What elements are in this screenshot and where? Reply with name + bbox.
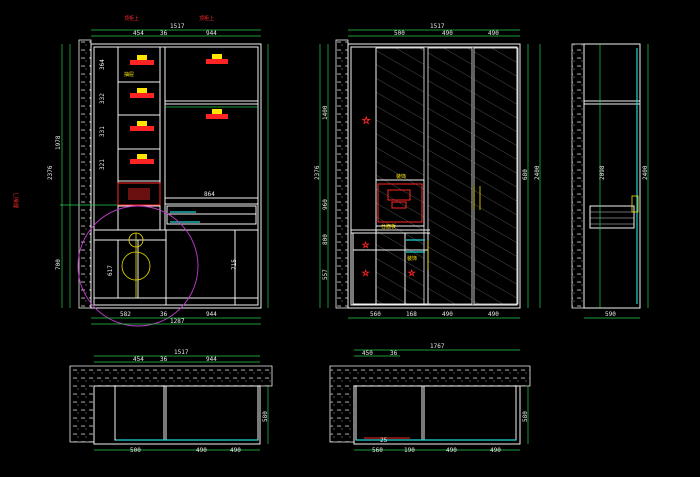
svg-text:454: 454 [133, 356, 144, 363]
svg-text:590: 590 [605, 311, 616, 318]
svg-text:580: 580 [262, 411, 269, 422]
svg-text:944: 944 [206, 356, 217, 363]
svg-text:装饰: 装饰 [407, 255, 417, 262]
svg-text:2400: 2400 [642, 165, 649, 180]
svg-text:331: 331 [99, 126, 106, 137]
svg-text:25: 25 [380, 437, 388, 444]
svg-text:560: 560 [372, 447, 383, 454]
svg-text:装饰: 装饰 [396, 173, 406, 180]
svg-text:2376: 2376 [47, 165, 54, 180]
svg-text:翻板门: 翻板门 [13, 193, 20, 208]
svg-text:1287: 1287 [170, 318, 185, 325]
middle-front-elevation: ☆ ☆ ☆ ☆ 1517 500 490 490 560 168 490 490… [314, 23, 541, 319]
svg-text:582: 582 [120, 311, 131, 318]
svg-text:500: 500 [130, 447, 141, 454]
svg-text:490: 490 [442, 311, 453, 318]
svg-text:顶柜上: 顶柜上 [199, 15, 214, 22]
svg-text:960: 960 [322, 199, 329, 210]
svg-text:☆: ☆ [362, 112, 371, 128]
star-icons: ☆ ☆ ☆ ☆ [362, 112, 416, 280]
svg-text:800: 800 [322, 234, 329, 245]
svg-text:☆: ☆ [362, 237, 369, 251]
svg-text:715: 715 [231, 259, 238, 270]
svg-text:700: 700 [55, 259, 62, 270]
right-plan-view: 1767 450 36 560 190 490 490 25 580 [329, 343, 531, 454]
svg-text:36: 36 [160, 30, 168, 37]
svg-text:168: 168 [406, 311, 417, 318]
svg-text:560: 560 [370, 311, 381, 318]
svg-text:490: 490 [488, 30, 499, 37]
svg-text:557: 557 [322, 269, 329, 280]
svg-text:☆: ☆ [362, 265, 369, 279]
svg-text:490: 490 [230, 447, 241, 454]
svg-text:顶柜上: 顶柜上 [124, 15, 139, 22]
svg-text:1767: 1767 [430, 343, 445, 350]
svg-text:500: 500 [394, 30, 405, 37]
svg-text:1400: 1400 [322, 105, 329, 120]
svg-text:454: 454 [133, 30, 144, 37]
svg-text:1517: 1517 [174, 349, 189, 356]
svg-text:190: 190 [404, 447, 415, 454]
svg-text:2400: 2400 [534, 165, 541, 180]
left-plan-view: 1517 454 36 944 500 490 490 580 [69, 349, 273, 454]
svg-text:944: 944 [206, 311, 217, 318]
svg-text:36: 36 [390, 350, 398, 357]
svg-text:490: 490 [446, 447, 457, 454]
svg-text:364: 364 [99, 59, 106, 70]
svg-text:☆: ☆ [408, 265, 415, 279]
svg-text:抽屉: 抽屉 [124, 71, 134, 78]
svg-text:490: 490 [490, 447, 501, 454]
wall-hatch [78, 39, 92, 309]
svg-text:490: 490 [488, 311, 499, 318]
left-front-elevation: 1517 454 36 944 582 36 944 1287 364 332 … [13, 15, 269, 327]
svg-text:450: 450 [362, 350, 373, 357]
svg-text:864: 864 [204, 191, 215, 198]
svg-text:580: 580 [522, 411, 529, 422]
svg-text:36: 36 [160, 311, 168, 318]
svg-text:1517: 1517 [170, 23, 185, 30]
svg-text:944: 944 [206, 30, 217, 37]
svg-text:680: 680 [522, 169, 529, 180]
svg-text:1517: 1517 [430, 23, 445, 30]
svg-text:2376: 2376 [314, 165, 321, 180]
svg-text:36: 36 [160, 356, 168, 363]
svg-text:332: 332 [99, 93, 106, 104]
svg-text:490: 490 [442, 30, 453, 37]
svg-text:台面板: 台面板 [381, 223, 396, 230]
svg-text:2098: 2098 [599, 165, 606, 180]
svg-text:617: 617 [107, 265, 114, 276]
book-icons [130, 54, 228, 164]
svg-text:321: 321 [99, 159, 106, 170]
svg-text:1978: 1978 [55, 135, 62, 150]
right-side-elevation: 590 2098 2400 [571, 43, 649, 319]
svg-text:490: 490 [196, 447, 207, 454]
